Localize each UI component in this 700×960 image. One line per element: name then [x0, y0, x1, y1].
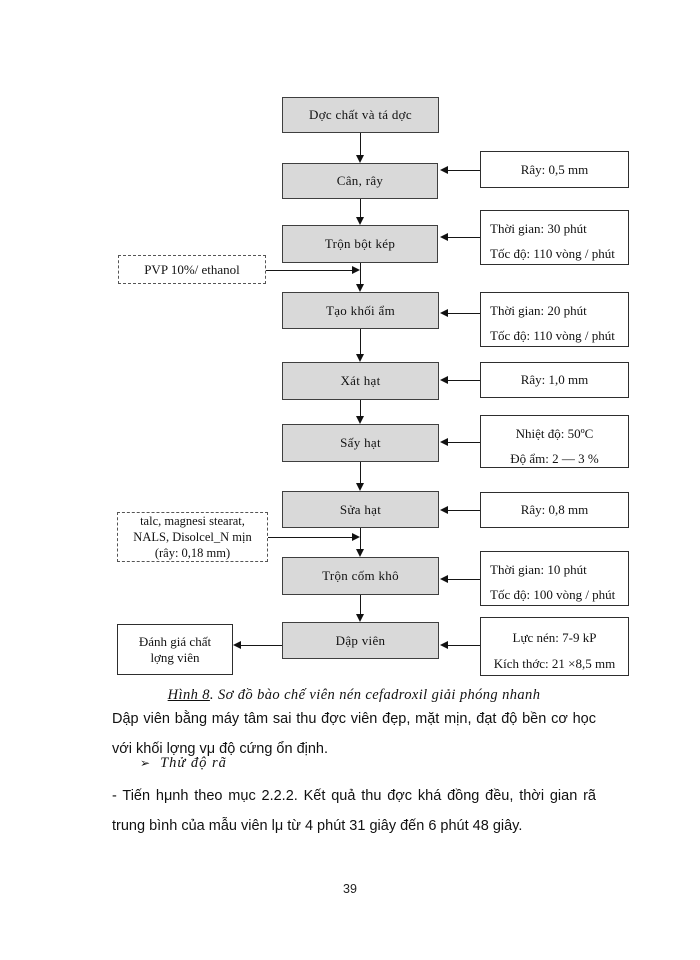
param-line: Lực nén: 7-9 kP [512, 630, 597, 645]
param-box-mix-powder: Thời gian: 30 phút Tốc độ: 110 vòng / ph… [480, 210, 629, 265]
arrow-down-icon [356, 549, 364, 557]
figure-caption: Hình 8. Sơ đồ bào chế viên nén cefadroxi… [113, 687, 595, 704]
figure-caption-text: . Sơ đồ bào chế viên nén cefadroxil giải… [209, 687, 541, 703]
connector-line [268, 537, 352, 538]
param-line: Rây: 0,5 mm [520, 161, 589, 177]
arrow-right-icon [352, 533, 360, 541]
connector-line [360, 528, 361, 549]
param-line: Tốc độ: 110 vòng / phút [490, 328, 615, 343]
param-box-wet-mass: Thời gian: 20 phút Tốc độ: 110 vòng / ph… [480, 292, 629, 347]
connector-line [241, 645, 282, 646]
arrow-left-icon [440, 376, 448, 384]
flow-step-label: Xát hạt [340, 373, 381, 388]
arrow-left-icon [440, 166, 448, 174]
input-line: talc, magnesi stearat, [140, 514, 245, 528]
arrow-left-icon [233, 641, 241, 649]
flow-step-compress: Dập viên [282, 622, 439, 659]
flow-step-mix-powder: Trộn bột kép [282, 225, 438, 263]
figure-label: Hình 8 [167, 687, 210, 703]
connector-line [360, 199, 361, 217]
connector-line [266, 270, 352, 271]
connector-line [360, 462, 361, 483]
param-box-mix-dry: Thời gian: 10 phút Tốc độ: 100 vòng / ph… [480, 551, 629, 606]
connector-line [360, 400, 361, 416]
connector-line [360, 329, 361, 354]
arrow-down-icon [356, 483, 364, 491]
arrow-down-icon [356, 217, 364, 225]
flow-step-granulate: Xát hạt [282, 362, 439, 400]
paragraph-disintegration-result: - Tiến hμnh theo mục 2.2.2. Kết quả thu … [112, 788, 596, 834]
connector-line [448, 510, 480, 511]
flow-step-label: Cân, rây [336, 173, 384, 188]
flow-step-ingredients: Dợc chất và tá dợc [282, 97, 439, 133]
param-box-dry: Nhiệt độ: 50ºC Độ ẩm: 2 — 3 % [480, 415, 629, 468]
flow-step-dry: Sấy hạt [282, 424, 439, 462]
input-line: NALS, Disolcel_N mịn [133, 530, 252, 544]
connector-line [360, 133, 361, 155]
arrow-left-icon [440, 506, 448, 514]
arrow-left-icon [440, 438, 448, 446]
arrow-down-icon [356, 416, 364, 424]
input-line: PVP 10%/ ethanol [144, 261, 240, 277]
flow-step-label: Tạo khối ẩm [325, 302, 395, 318]
flow-step-mix-dry: Trộn cốm khô [282, 557, 439, 595]
param-line: Nhiệt độ: 50ºC [515, 426, 594, 441]
param-line: Kích thớc: 21 ×8,5 mm [493, 656, 616, 671]
flow-step-label: Trộn cốm khô [322, 568, 399, 583]
flow-step-label: Sấy hạt [340, 435, 381, 450]
connector-line [448, 237, 480, 238]
flow-step-wet-mass: Tạo khối ẩm [282, 292, 439, 329]
arrow-left-icon [440, 309, 448, 317]
flow-step-label: Trộn bột kép [324, 236, 396, 251]
arrow-left-icon [440, 233, 448, 241]
param-line: Thời gian: 20 phút [490, 303, 587, 318]
input-box-lubricants: talc, magnesi stearat, NALS, Disolcel_N … [117, 512, 268, 562]
param-line: Rây: 0,8 mm [520, 502, 589, 517]
arrow-left-icon [440, 575, 448, 583]
arrow-down-icon [356, 354, 364, 362]
param-box-compress: Lực nén: 7-9 kP Kích thớc: 21 ×8,5 mm [480, 617, 629, 676]
arrow-right-icon [352, 266, 360, 274]
arrow-down-icon [356, 155, 364, 163]
param-box-sieve-05: Rây: 0,5 mm [480, 151, 629, 188]
flow-step-label: Dợc chất và tá dợc [309, 107, 412, 122]
connector-line [448, 170, 480, 171]
param-line: Tốc độ: 100 vòng / phút [490, 587, 616, 602]
paragraph-tablet-quality: Dập viên bằng máy tâm sai thu đợc viên đ… [112, 711, 596, 757]
connector-line [448, 579, 480, 580]
connector-line [448, 442, 480, 443]
flow-step-size-granule: Sửa hạt [282, 491, 439, 528]
flow-step-label: Dập viên [335, 632, 386, 648]
flow-step-label: Sửa hạt [339, 501, 382, 517]
arrowhead-bullet-icon: ➢ [140, 756, 151, 770]
connector-line [448, 645, 480, 646]
param-box-sieve-08: Rây: 0,8 mm [480, 492, 629, 528]
arrow-down-icon [356, 284, 364, 292]
input-line: (rây: 0,18 mm) [154, 546, 231, 560]
param-line: Thời gian: 30 phút [490, 221, 587, 236]
param-box-sieve-10: Rây: 1,0 mm [480, 362, 629, 398]
connector-line [448, 380, 480, 381]
bullet-disintegration-test: ➢ Thử độ rã [140, 755, 227, 772]
arrow-down-icon [356, 614, 364, 622]
arrow-left-icon [440, 641, 448, 649]
param-line: Tốc độ: 110 vòng / phút [490, 246, 615, 261]
input-box-pvp: PVP 10%/ ethanol [118, 255, 266, 284]
output-line: Đánh giá chất [138, 633, 212, 649]
flow-step-weigh-sieve: Cân, rây [282, 163, 438, 199]
page-number: 39 [343, 882, 357, 896]
connector-line [448, 313, 480, 314]
param-line: Rây: 1,0 mm [520, 372, 589, 387]
connector-line [360, 263, 361, 284]
output-line: lợng viên [150, 649, 200, 665]
connector-line [360, 595, 361, 614]
param-line: Độ ẩm: 2 — 3 % [510, 451, 599, 466]
param-line: Thời gian: 10 phút [490, 562, 587, 577]
bullet-text: Thử độ rã [160, 755, 227, 771]
output-box-quality-evaluation: Đánh giá chất lợng viên [117, 624, 233, 675]
